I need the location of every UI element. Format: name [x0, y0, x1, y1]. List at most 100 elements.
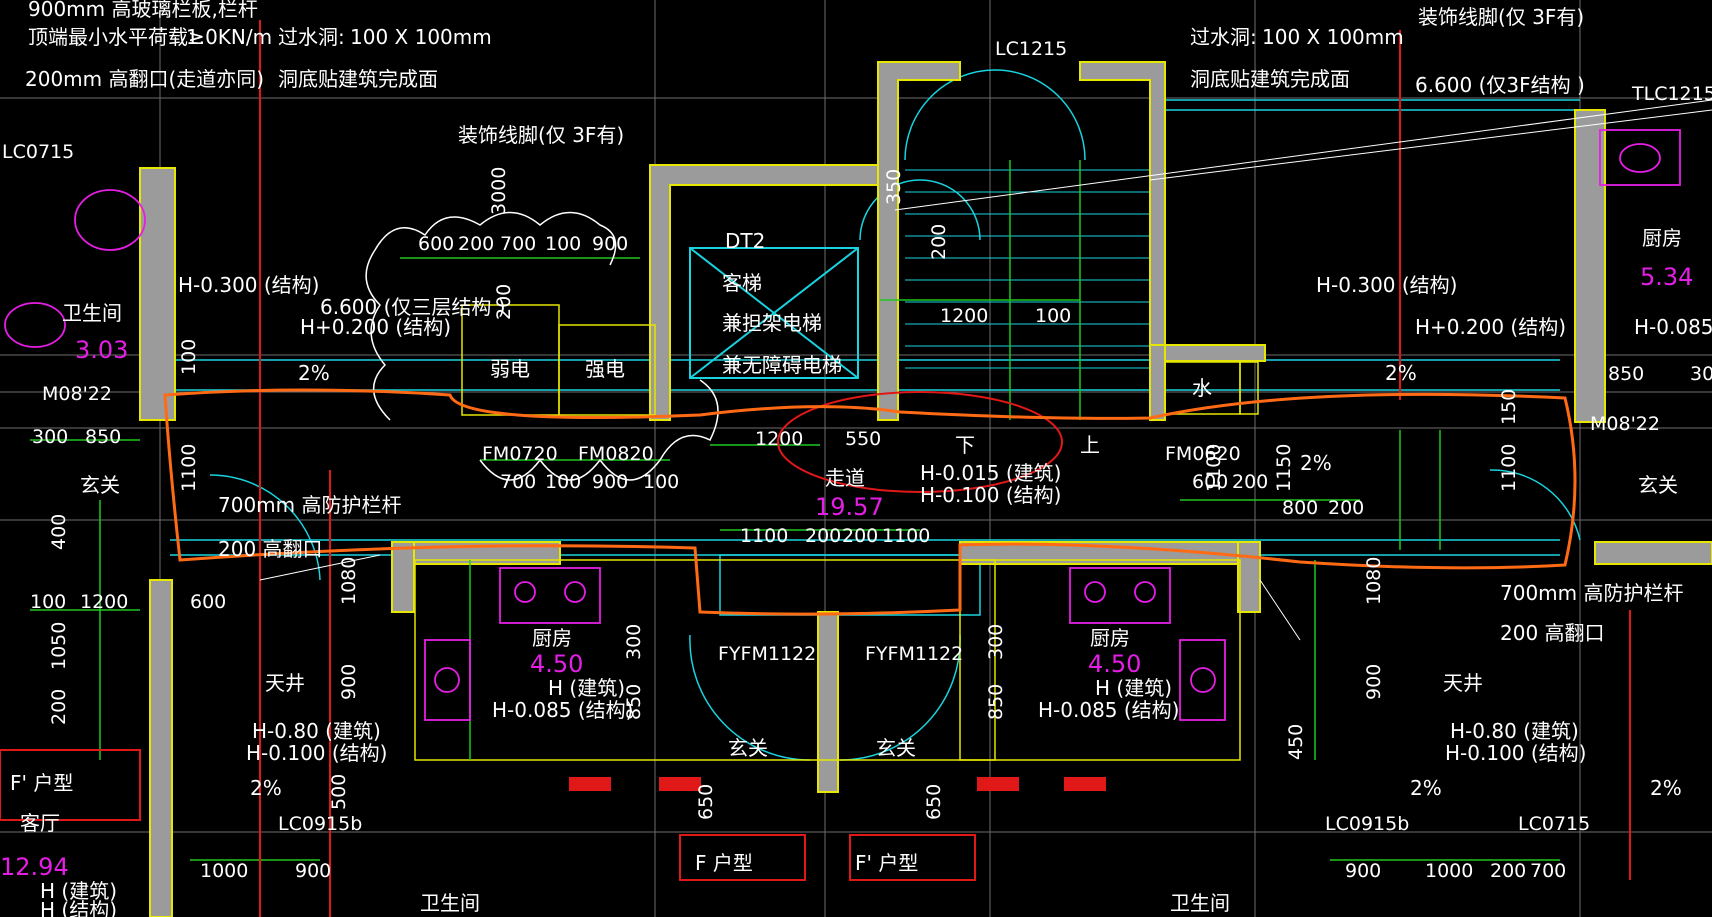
- drawing-label: 水: [1192, 376, 1212, 400]
- drawing-label: 1100: [882, 525, 930, 547]
- drawing-label: FM0820: [578, 443, 654, 465]
- drawing-label: 兼无障碍电梯: [722, 353, 842, 377]
- drawing-label: H (建筑): [548, 676, 625, 700]
- drawing-label: 850: [985, 684, 1007, 720]
- dimension-lines: [30, 160, 1560, 861]
- drawing-label: 700: [500, 233, 536, 255]
- drawing-label: 100: [1035, 305, 1071, 327]
- drawing-label: 玄关: [1638, 473, 1678, 497]
- drawing-label: M08'22: [42, 383, 112, 405]
- drawing-label: 卫生间: [1170, 891, 1230, 915]
- drawing-label: 过水洞:: [278, 25, 345, 49]
- drawing-label: 100: [545, 471, 581, 493]
- corridor-labels: 走道 19.57 H-0.015 (建筑) H-0.100 (结构): [815, 461, 1061, 521]
- drawing-label: M08'22: [1590, 413, 1660, 435]
- drawing-label: 600: [190, 591, 226, 613]
- drawing-label: 强电: [585, 357, 625, 381]
- door-tags: M08'22 M08'22 FYFM1122 FYFM1122 FM0720 F…: [42, 383, 1660, 665]
- drawing-label: LC0915b: [278, 813, 362, 835]
- drawing-label: 100: [545, 233, 581, 255]
- orange-markup: [163, 388, 1577, 616]
- drawing-label: 2%: [1410, 776, 1442, 800]
- drawing-label: 1000: [1425, 860, 1473, 882]
- drawing-label: 2%: [1385, 361, 1417, 385]
- drawing-label: 550: [845, 428, 881, 450]
- drawing-label: 200: [928, 224, 950, 260]
- drawing-label: FYFM1122: [865, 643, 963, 665]
- drawing-label: 走道: [825, 466, 865, 490]
- drawing-label: 100: [643, 471, 679, 493]
- drawing-label: 400: [48, 514, 70, 550]
- elevator-label: DT2 客梯 兼担架电梯 兼无障碍电梯: [722, 229, 842, 377]
- drawing-label: 150: [1498, 389, 1520, 425]
- drawing-label: 100: [30, 591, 66, 613]
- drawing-label: 2%: [1300, 451, 1332, 475]
- drawing-label: 3000: [488, 167, 510, 215]
- drawing-label: 850: [623, 684, 645, 720]
- elevator-car: [689, 247, 859, 379]
- drawing-label: 300: [32, 426, 68, 448]
- drawing-label: H (建筑): [1095, 676, 1172, 700]
- unit-type-labels: F' 户型 F 户型 F' 户型: [10, 771, 918, 875]
- drawing-label: 650: [923, 784, 945, 820]
- drawing-label: 下: [955, 433, 975, 457]
- drawing-label: 12.94: [0, 853, 69, 881]
- drawing-label: LC0715: [1518, 813, 1590, 835]
- drawing-label: 玄关: [876, 736, 916, 760]
- drawing-label: 洞底贴建筑完成面: [1190, 67, 1350, 91]
- drawing-label: 兼担架电梯: [722, 311, 822, 335]
- drawing-label: 900: [295, 860, 331, 882]
- drawing-label: H-0.085 (结构): [1038, 698, 1179, 722]
- drawing-label: 1050: [48, 622, 70, 670]
- walls: [139, 61, 1712, 917]
- drawing-label: 700: [1530, 860, 1566, 882]
- drawing-label: H-0.300 (结构): [178, 273, 319, 297]
- drawing-label: 客厅: [20, 811, 60, 835]
- drawing-label: 200: [842, 525, 878, 547]
- drawing-label: LC0915b: [1325, 813, 1409, 835]
- drawing-label: 2%: [1650, 776, 1682, 800]
- drawing-label: H (建筑): [40, 879, 117, 903]
- drawing-label: 700mm 高防护栏杆: [1500, 581, 1684, 605]
- drawing-label: 上: [1080, 433, 1100, 457]
- drawing-label: 1100: [178, 444, 200, 492]
- drawing-label: H-0.015 (建筑): [920, 461, 1061, 485]
- drawing-label: 装饰线脚(仅 3F有): [458, 123, 624, 147]
- red-markup: [0, 20, 1631, 917]
- leader-lines: [259, 99, 1712, 641]
- drawing-label: 卫生间: [420, 891, 480, 915]
- drawing-label: H+0.200 (结构): [1415, 315, 1566, 339]
- drawing-label: H-0.80 (建筑): [1450, 719, 1579, 743]
- drawing-label: 700: [500, 471, 536, 493]
- drawing-label: 1150: [1273, 444, 1295, 492]
- drawing-label: 1100: [1203, 444, 1225, 492]
- drawing-label: 客梯: [722, 271, 762, 295]
- drawing-label: 200 高翻口: [218, 537, 323, 561]
- drawing-label: 300: [623, 624, 645, 660]
- drawing-label: 350: [883, 169, 905, 205]
- drawing-label: 天井: [1443, 671, 1483, 695]
- drawing-label: 厨房: [1090, 626, 1130, 650]
- drawing-label: H-0.100 (结构): [246, 741, 387, 765]
- drawing-label: 600: [1192, 471, 1228, 493]
- drawing-label: H+0.200 (结构): [300, 315, 451, 339]
- drawing-label: 200: [493, 284, 515, 320]
- stair-labels: 下 上: [955, 433, 1100, 457]
- top-left-notes: 900mm 高玻璃栏板,栏杆 顶端最小水平荷载≥ 1.0KN/m 200mm 高…: [25, 0, 1712, 800]
- drawing-label: 200: [458, 233, 494, 255]
- window-tags: LC1215 LC0715 TLC1215 LC0915b LC0915b LC…: [2, 38, 1712, 835]
- drawing-label: 100: [178, 339, 200, 375]
- drawing-label: H-0.80 (建筑): [252, 719, 381, 743]
- drawing-label: 1100: [1498, 444, 1520, 492]
- drawing-label: 3.03: [75, 336, 128, 364]
- fixtures: [4, 129, 1681, 721]
- drawing-label: 900: [592, 471, 628, 493]
- drawing-label: LC1215: [995, 38, 1067, 60]
- drawing-label: 1200: [755, 428, 803, 450]
- drawing-label: 4.50: [1088, 650, 1141, 678]
- drawing-label: 200: [1490, 860, 1526, 882]
- drawing-label: 过水洞:: [1190, 25, 1257, 49]
- drawing-label: 200: [1328, 497, 1364, 519]
- drawing-label: F 户型: [695, 851, 753, 875]
